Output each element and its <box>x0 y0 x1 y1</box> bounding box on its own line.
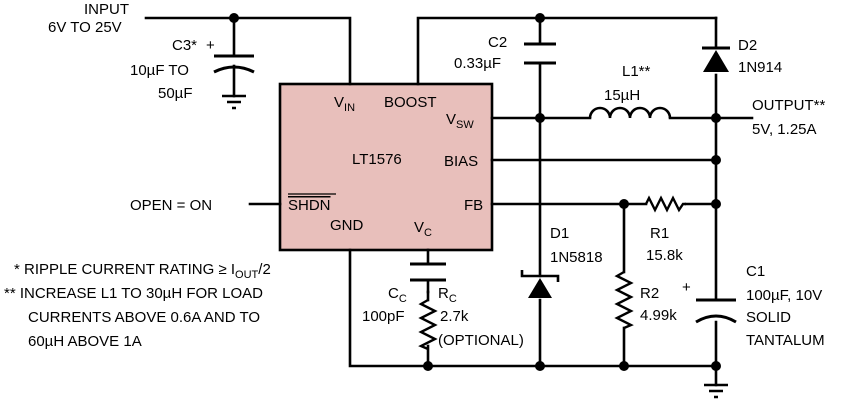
c3-name: C3* <box>172 37 197 54</box>
c1-material: TANTALUM <box>746 332 825 349</box>
pin-vsw: VSW <box>446 111 474 131</box>
note-2-line-2: CURRENTS ABOVE 0.6A AND TO <box>28 309 260 326</box>
c3-plus: + <box>206 37 215 54</box>
input-label: INPUT <box>84 1 129 18</box>
inductor-l1 <box>588 106 672 119</box>
l1-value: 15µH <box>604 87 640 104</box>
l1-name: L1** <box>622 63 651 80</box>
note-1: * RIPPLE CURRENT RATING ≥ IOUT/2 <box>14 261 271 281</box>
pin-vc: VC <box>414 219 432 239</box>
ic-part-number: LT1576 <box>352 151 402 168</box>
d1-part: 1N5818 <box>550 249 603 266</box>
cc-value: 100pF <box>362 308 405 325</box>
pin-fb: FB <box>464 197 483 214</box>
c3-value-2: 50µF <box>158 85 193 102</box>
junction-dots <box>229 13 721 371</box>
d2-name: D2 <box>738 37 757 54</box>
note-2-line-1: ** INCREASE L1 TO 30µH FOR LOAD <box>4 285 263 302</box>
c2-name: C2 <box>488 34 507 51</box>
diode-d2 <box>702 46 730 72</box>
capacitor-c2 <box>524 42 556 65</box>
cc-name: CC <box>388 285 407 305</box>
r1-name: R1 <box>650 225 669 242</box>
output-label: OUTPUT** <box>752 97 826 114</box>
pin-boost: BOOST <box>384 94 437 111</box>
rc-name: RC <box>438 285 457 305</box>
pin-bias: BIAS <box>444 153 478 170</box>
resistor-r2 <box>614 270 634 330</box>
c1-plus: + <box>682 279 691 296</box>
c1-name: C1 <box>746 263 765 280</box>
ground-symbol <box>704 383 728 399</box>
r1-value: 15.8k <box>646 247 683 264</box>
diode-d1 <box>520 270 560 298</box>
resistor-rc <box>418 298 438 351</box>
output-value: 5V, 1.25A <box>752 121 817 138</box>
pin-vin: VIN <box>334 94 355 114</box>
c1-value: 100µF, 10V <box>746 287 822 304</box>
rc-value: 2.7k <box>440 308 469 325</box>
c3-value-1: 10µF TO <box>130 62 189 79</box>
r2-value: 4.99k <box>640 307 677 324</box>
pin-gnd: GND <box>330 217 364 234</box>
note-2-line-3: 60µH ABOVE 1A <box>28 333 142 350</box>
capacitor-cc <box>410 262 446 282</box>
capacitor-c3 <box>213 54 255 110</box>
pin-shdn: SHDN <box>288 197 331 214</box>
open-on-label: OPEN = ON <box>130 197 212 214</box>
d2-part: 1N914 <box>738 59 782 76</box>
capacitor-c1 <box>695 298 737 324</box>
r2-name: R2 <box>640 285 659 302</box>
d1-name: D1 <box>550 225 569 242</box>
input-voltage-label: 6V TO 25V <box>48 19 122 36</box>
resistor-r1 <box>644 195 686 213</box>
c2-value: 0.33µF <box>454 55 501 72</box>
rc-note: (OPTIONAL) <box>438 332 524 349</box>
ic-body <box>278 82 494 252</box>
c1-type: SOLID <box>746 309 791 326</box>
